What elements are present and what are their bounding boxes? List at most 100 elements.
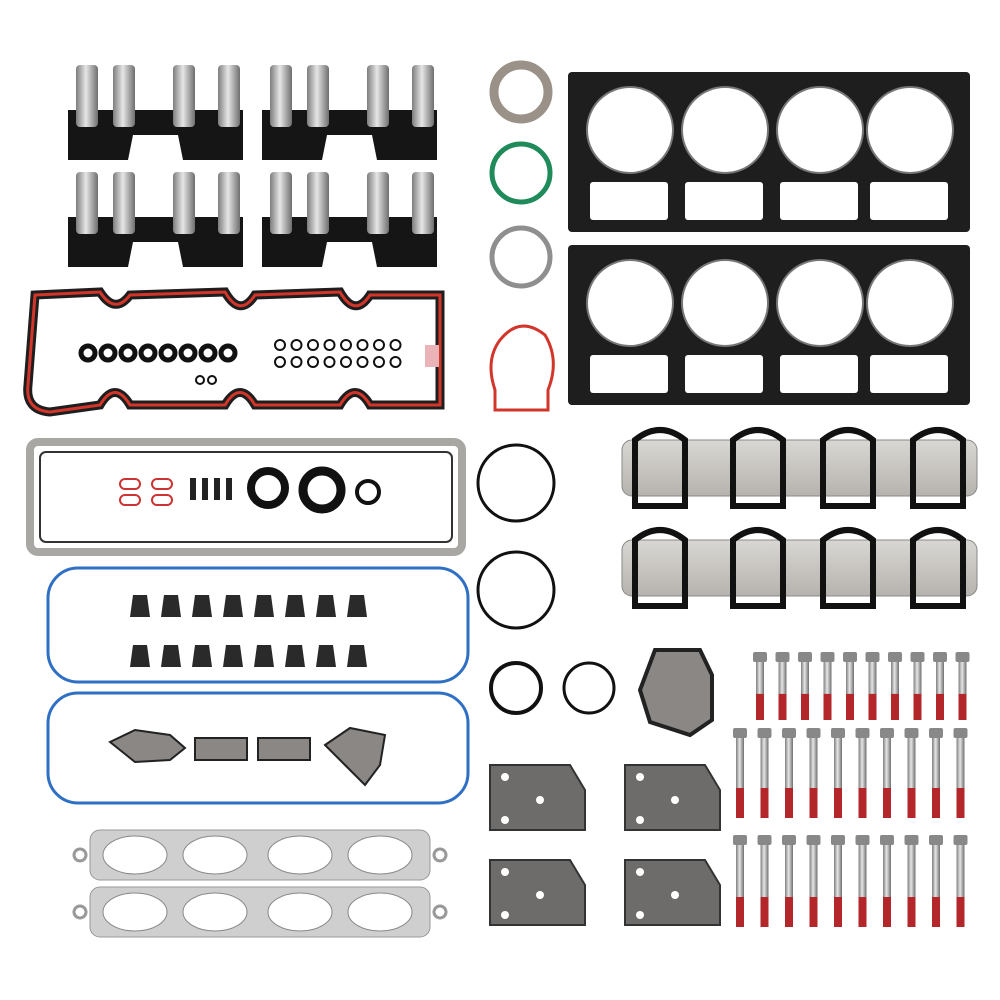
o-ring-small xyxy=(290,339,303,351)
water-port xyxy=(590,355,668,393)
egr-gasket xyxy=(108,728,187,764)
bolt-thread xyxy=(809,897,818,927)
bolt-small xyxy=(214,478,220,500)
port xyxy=(347,892,413,932)
bolt xyxy=(953,728,968,818)
bolt-thread xyxy=(907,788,916,818)
port xyxy=(182,835,248,875)
lifter-tray xyxy=(262,65,437,160)
bolt-head xyxy=(733,835,747,845)
o-ring-small xyxy=(340,339,352,351)
water-port xyxy=(590,182,668,220)
bolt-shank xyxy=(785,738,793,818)
bolt xyxy=(904,728,919,818)
seal-ring xyxy=(158,343,178,363)
seal-ring xyxy=(78,343,98,363)
lifter xyxy=(76,172,98,234)
lifter xyxy=(173,172,195,234)
tray-base xyxy=(262,217,437,267)
port xyxy=(267,835,333,875)
bolt-shank xyxy=(907,738,916,818)
port-seal xyxy=(730,527,786,609)
bolt xyxy=(733,728,747,818)
seal-ring xyxy=(218,343,238,363)
seal-ring xyxy=(138,343,158,363)
seal-gasket xyxy=(151,494,173,506)
o-ring xyxy=(489,661,543,715)
bolt-head xyxy=(820,652,835,662)
oil-seal xyxy=(298,466,346,514)
bolt-head xyxy=(929,835,943,845)
o-ring-small xyxy=(356,356,369,368)
hole xyxy=(536,891,544,899)
bolt xyxy=(806,835,821,927)
bolt-head xyxy=(806,728,821,738)
bolt-head xyxy=(733,728,747,738)
bolt-head xyxy=(955,652,970,662)
bolt-head xyxy=(904,835,919,845)
head-gaskets xyxy=(568,72,970,405)
water-port xyxy=(870,355,948,393)
water-pump-gasket xyxy=(637,648,714,738)
bolt-shank xyxy=(785,845,793,927)
water-port xyxy=(685,182,763,220)
hole xyxy=(636,911,644,919)
bolt-thread xyxy=(736,788,744,818)
bolt-shank xyxy=(809,845,818,927)
bolt xyxy=(929,728,943,818)
cylinder-bore xyxy=(776,86,864,174)
seal-gasket xyxy=(119,478,141,490)
lifter-tray xyxy=(68,65,243,160)
bolt xyxy=(757,728,772,818)
lifter xyxy=(307,65,329,127)
tray-base xyxy=(68,217,243,267)
lifter xyxy=(218,65,240,127)
bolt-hole xyxy=(432,904,448,920)
bolt-thread xyxy=(958,693,967,720)
o-ring-small xyxy=(290,356,303,368)
bolt-shank xyxy=(907,845,916,927)
red-gasket xyxy=(489,324,555,412)
hole xyxy=(636,773,644,781)
valve-stem-seal xyxy=(223,645,243,667)
tray-base xyxy=(68,110,243,160)
cylinder-bore xyxy=(866,259,954,347)
o-ring-small xyxy=(207,375,217,385)
lifter xyxy=(76,65,98,127)
valve-stem-seal xyxy=(254,645,274,667)
exhaust-gasket xyxy=(72,829,448,881)
valve-stem-seal xyxy=(161,595,181,617)
bolt-small xyxy=(190,478,196,500)
bolt-hole xyxy=(432,847,448,863)
bolt xyxy=(855,728,870,818)
bolt-hole xyxy=(72,847,88,863)
hole xyxy=(536,796,544,804)
bolt-shank xyxy=(858,738,867,818)
port-seal xyxy=(632,527,688,609)
valley-cover-gasket xyxy=(26,438,466,556)
valve-stem-seal xyxy=(223,595,243,617)
bolt-shank xyxy=(801,662,809,720)
cylinder-bore xyxy=(586,259,674,347)
bolt-shank xyxy=(756,662,764,720)
bolt-thread xyxy=(932,897,940,927)
cylinder-bore xyxy=(776,259,864,347)
bolt-head xyxy=(888,652,902,662)
intake-gasket-blue-1 xyxy=(46,566,470,684)
hole xyxy=(501,816,509,824)
bolt-thread xyxy=(868,693,877,720)
seal-ring xyxy=(198,343,218,363)
hole xyxy=(636,816,644,824)
port xyxy=(182,892,248,932)
o-ring-small xyxy=(389,339,402,351)
bolt xyxy=(806,728,821,818)
bolt-head xyxy=(798,652,812,662)
rings xyxy=(476,60,714,738)
lifter-tray xyxy=(68,172,243,267)
bolt-thread xyxy=(801,693,809,720)
carrier xyxy=(621,439,978,497)
water-port xyxy=(780,355,858,393)
lifter xyxy=(270,65,292,127)
bolt-thread xyxy=(883,788,891,818)
cylinder-head-gasket xyxy=(568,245,970,405)
